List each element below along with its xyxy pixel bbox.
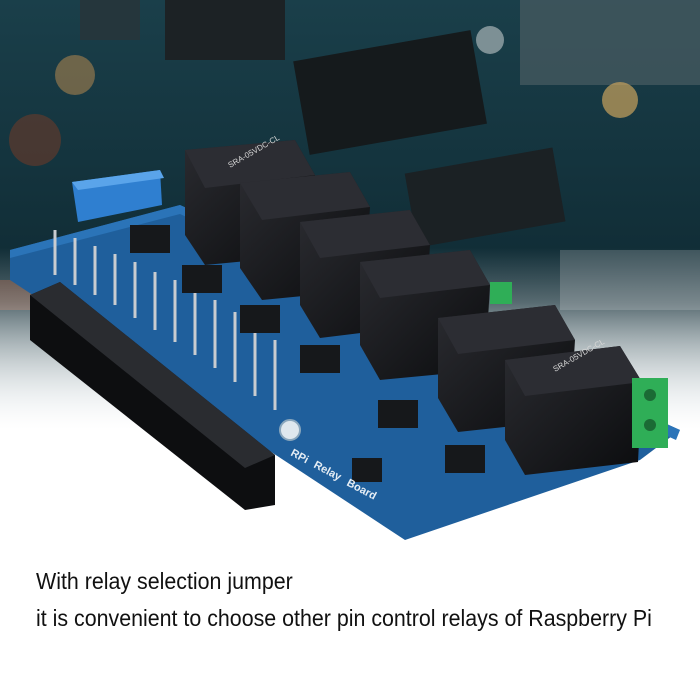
product-photo: SRA-05VDC-CL SRA-05VDC-CL RPi Relay Boar… [0,0,700,550]
smd-components [130,225,485,482]
relay-selection-jumper [72,170,164,222]
caption-line-2: it is convenient to choose other pin con… [36,605,652,631]
screw-terminal [490,282,668,448]
header-pins [53,230,277,410]
relay-board: SRA-05VDC-CL SRA-05VDC-CL RPi Relay Boar… [10,133,680,540]
relay-6 [505,346,642,475]
caption: With relay selection jumper it is conven… [36,565,652,635]
caption-line-1: With relay selection jumper [36,568,293,594]
gpio-header [30,282,275,510]
